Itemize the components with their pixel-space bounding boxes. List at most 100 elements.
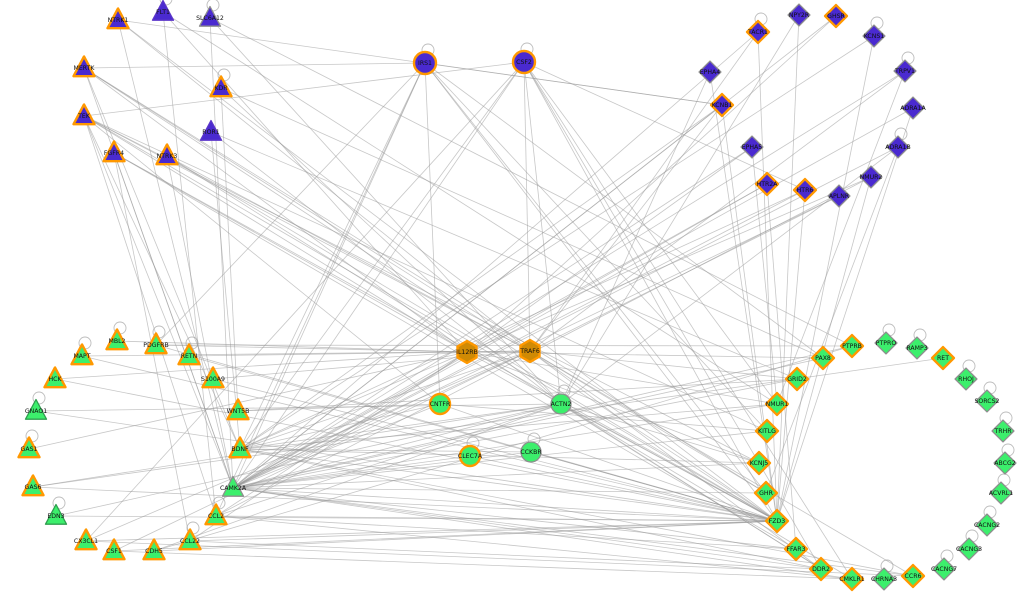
node-S100A9[interactable]: S100A9 — [201, 366, 225, 389]
node-shape[interactable] — [44, 503, 68, 525]
node-shape[interactable] — [764, 391, 790, 417]
node-shape[interactable] — [783, 536, 809, 562]
node-shape[interactable] — [901, 96, 925, 120]
node-ADRA1B[interactable]: ADRA1B — [885, 135, 911, 159]
node-shape[interactable] — [893, 59, 917, 83]
node-NTRK3[interactable]: NTRK3 — [155, 143, 179, 166]
node-EPHA5[interactable]: EPHA5 — [740, 135, 764, 159]
node-KCNS1[interactable]: KCNS1 — [862, 24, 886, 48]
node-NPY2R[interactable]: NPY2R — [787, 3, 811, 27]
node-ABCG2[interactable]: ABCG2 — [993, 451, 1017, 475]
node-RET[interactable]: RET — [930, 345, 956, 371]
node-ACVRL1[interactable]: ACVRL1 — [989, 481, 1013, 505]
node-FFAR3[interactable]: FFAR3 — [783, 536, 809, 562]
node-CX3CL1[interactable]: CX3CL1 — [74, 528, 98, 551]
node-shape[interactable] — [709, 92, 735, 118]
node-shape[interactable] — [199, 119, 223, 141]
node-shape[interactable] — [740, 135, 764, 159]
node-shape[interactable] — [827, 184, 851, 208]
node-shape[interactable] — [144, 332, 168, 355]
node-shape[interactable] — [204, 503, 228, 526]
node-shape[interactable] — [784, 366, 810, 392]
node-CACNG3[interactable]: CACNG3 — [956, 537, 982, 561]
node-shape[interactable] — [177, 343, 201, 366]
node-APLNR[interactable]: APLNR — [827, 184, 851, 208]
node-shape[interactable] — [201, 366, 225, 389]
node-shape[interactable] — [105, 328, 129, 351]
node-CLEC7A[interactable]: CLEC7A — [458, 444, 483, 468]
node-FGFR4[interactable]: FGFR4 — [102, 140, 126, 163]
node-FZD3[interactable]: FZD3 — [764, 508, 790, 534]
node-shape[interactable] — [991, 419, 1015, 443]
node-shape[interactable] — [839, 333, 865, 359]
node-shape[interactable] — [102, 538, 126, 561]
node-shape[interactable] — [24, 398, 48, 420]
node-shape[interactable] — [839, 566, 865, 592]
node-CNTFR[interactable]: CNTFR — [428, 392, 452, 416]
node-TRPV1[interactable]: TRPV1 — [893, 59, 917, 83]
node-WNT5B[interactable]: WNT5B — [226, 398, 250, 421]
node-shape[interactable] — [519, 338, 541, 364]
node-shape[interactable] — [458, 444, 482, 468]
node-PDGFRB[interactable]: PDGFRB — [143, 332, 169, 355]
node-shape[interactable] — [792, 177, 818, 203]
node-shape[interactable] — [932, 557, 956, 581]
node-NTRK1[interactable]: NTRK1 — [106, 7, 130, 30]
node-shape[interactable] — [142, 538, 166, 561]
node-CCR6[interactable]: CCR6 — [900, 563, 926, 589]
node-TRAF6[interactable]: TRAF6 — [519, 338, 541, 364]
node-shape[interactable] — [178, 528, 202, 551]
node-shape[interactable] — [754, 418, 780, 444]
node-shape[interactable] — [21, 474, 45, 497]
node-shape[interactable] — [72, 103, 96, 126]
node-shape[interactable] — [989, 481, 1013, 505]
node-shape[interactable] — [754, 171, 780, 197]
node-shape[interactable] — [428, 392, 452, 416]
node-CMKLR1[interactable]: CMKLR1 — [839, 566, 865, 592]
node-shape[interactable] — [412, 50, 438, 76]
node-KCNJ5[interactable]: KCNJ5 — [746, 450, 772, 476]
node-shape[interactable] — [456, 339, 478, 365]
node-shape[interactable] — [17, 436, 41, 459]
node-HCK[interactable]: HCK — [43, 366, 67, 389]
node-shape[interactable] — [930, 345, 956, 371]
node-RAMP3[interactable]: RAMP3 — [905, 336, 929, 360]
node-ROR1[interactable]: ROR1 — [199, 119, 223, 141]
node-CCKBR[interactable]: CCKBR — [520, 441, 542, 463]
node-PAX8[interactable]: PAX8 — [810, 345, 836, 371]
node-shape[interactable] — [746, 450, 772, 476]
node-shape[interactable] — [957, 537, 981, 561]
node-shape[interactable] — [550, 393, 572, 415]
node-shape[interactable] — [886, 135, 910, 159]
node-GHSR[interactable]: GHSR — [823, 3, 849, 29]
node-shape[interactable] — [155, 143, 179, 166]
node-shape[interactable] — [74, 528, 98, 551]
node-PTPRO[interactable]: PTPRO — [874, 331, 898, 355]
node-IL12RB[interactable]: IL12RB — [456, 339, 478, 365]
node-shape[interactable] — [975, 513, 999, 537]
node-shape[interactable] — [520, 441, 542, 463]
node-shape[interactable] — [43, 366, 67, 389]
node-shape[interactable] — [228, 436, 252, 459]
node-SORCS2[interactable]: SORCS2 — [975, 389, 1000, 413]
node-RHOJ[interactable]: RHOJ — [954, 367, 978, 391]
node-IRS1[interactable]: IRS1 — [412, 50, 438, 76]
node-shape[interactable] — [151, 0, 175, 21]
node-NMUR2[interactable]: NMUR2 — [859, 165, 883, 189]
node-shape[interactable] — [859, 165, 883, 189]
node-shape[interactable] — [862, 24, 886, 48]
node-shape[interactable] — [753, 480, 779, 506]
node-CACNG7[interactable]: CACNG7 — [931, 557, 957, 581]
node-TACR1[interactable]: TACR1 — [745, 19, 771, 45]
node-shape[interactable] — [993, 451, 1017, 475]
node-shape[interactable] — [900, 563, 926, 589]
node-ADRA1A[interactable]: ADRA1A — [900, 96, 926, 120]
node-shape[interactable] — [874, 331, 898, 355]
node-shape[interactable] — [808, 556, 834, 582]
node-TEK[interactable]: TEK — [72, 103, 96, 126]
node-HTR6[interactable]: HTR6 — [792, 177, 818, 203]
node-shape[interactable] — [511, 49, 537, 75]
node-shape[interactable] — [745, 19, 771, 45]
node-shape[interactable] — [764, 508, 790, 534]
node-PTPRB[interactable]: PTPRB — [839, 333, 865, 359]
